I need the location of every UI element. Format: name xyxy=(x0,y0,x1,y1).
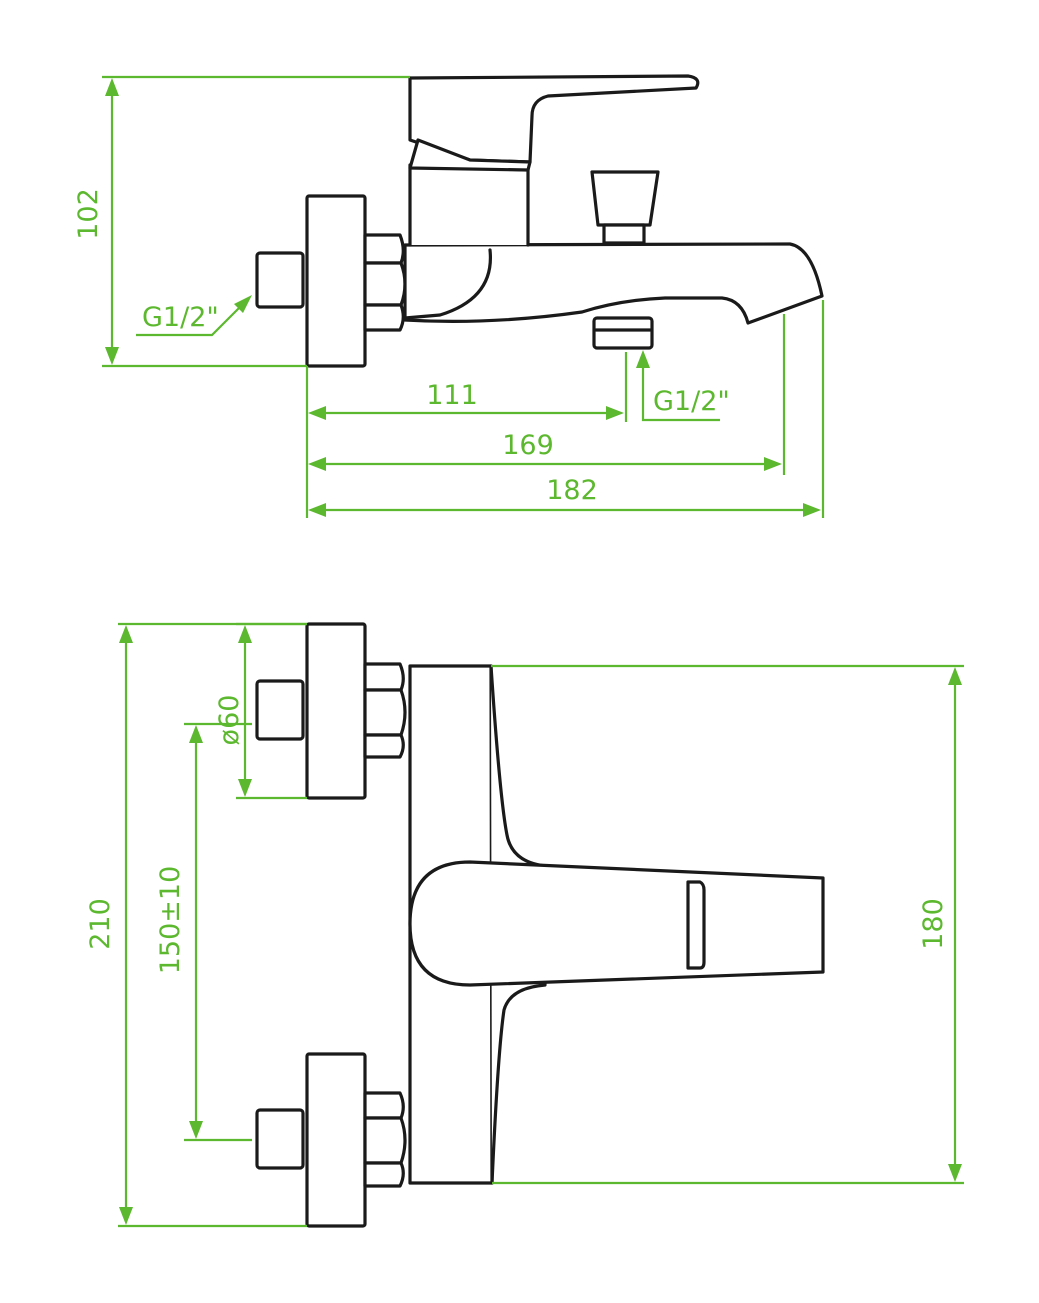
front-bottom-flange xyxy=(305,1052,367,1228)
front-view: 210 ø60 150±10 180 xyxy=(85,622,964,1228)
front-top-connector xyxy=(255,679,305,741)
dim-diameter-60: ø60 xyxy=(214,622,307,800)
dim-length-182: 182 xyxy=(308,475,821,517)
front-bottom-hex-nut xyxy=(363,1091,407,1188)
outlet-thread-label: G1/2" xyxy=(653,386,730,417)
side-spout-body xyxy=(403,242,824,325)
dim-height-210: 210 xyxy=(85,622,307,1228)
side-wall-flange xyxy=(305,194,367,368)
dim-length-111: 111 xyxy=(308,380,624,420)
body-height-label: 180 xyxy=(918,898,949,950)
dim-length-169: 169 xyxy=(308,430,782,471)
side-view: 102 G1/2" G1/2" 111 xyxy=(73,74,825,518)
side-diverter-knob xyxy=(590,170,660,227)
length-to-outlet-label: 111 xyxy=(426,380,478,411)
dim-height-180: 180 xyxy=(491,664,964,1185)
inlet-thread-label: G1/2" xyxy=(142,302,219,333)
dim-spacing-150: 150±10 xyxy=(155,722,252,1142)
side-body-curve xyxy=(403,248,492,320)
overall-height-label: 210 xyxy=(85,898,116,950)
side-cartridge-body xyxy=(408,163,530,247)
front-lever-tip xyxy=(686,880,706,970)
inlet-spacing-label: 150±10 xyxy=(155,866,186,975)
front-bottom-connector xyxy=(255,1108,305,1170)
front-top-flange xyxy=(305,622,367,800)
front-lever xyxy=(408,860,825,987)
length-to-spout-tip-label: 169 xyxy=(502,430,554,461)
inlet-thread-callout: G1/2" xyxy=(136,295,252,337)
side-lever-skirt xyxy=(408,138,532,172)
side-inlet-connector xyxy=(255,251,305,309)
side-outlet-nozzle xyxy=(592,316,654,350)
front-top-hex-nut xyxy=(363,662,407,759)
side-hex-nut xyxy=(363,233,407,332)
side-diverter-stem xyxy=(602,223,646,245)
dim-height-102: 102 xyxy=(73,75,410,368)
overall-length-label: 182 xyxy=(546,475,598,506)
side-lever xyxy=(408,74,700,164)
flange-diameter-label: ø60 xyxy=(214,695,245,746)
outlet-thread-callout: G1/2" xyxy=(636,350,730,422)
side-height-label: 102 xyxy=(73,188,104,240)
